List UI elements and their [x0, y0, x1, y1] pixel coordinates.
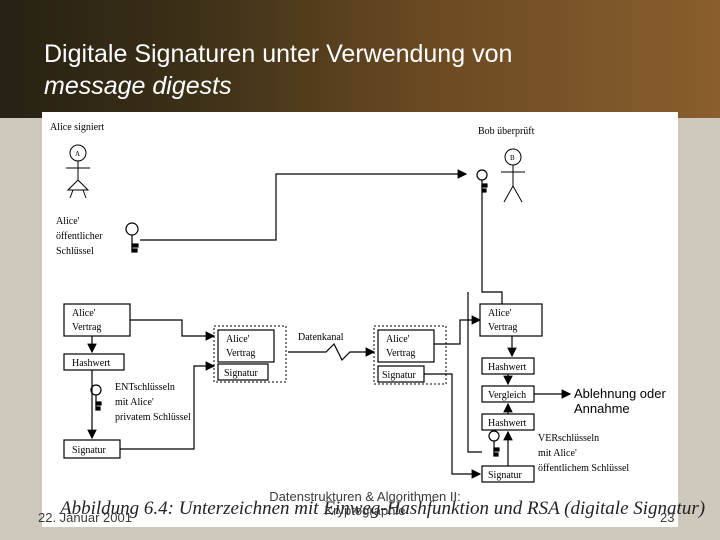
- alice-public-key-icon: [125, 222, 139, 253]
- channel-label: Datenkanal: [298, 332, 344, 343]
- sent-contract-label-2: Vertrag: [226, 348, 255, 359]
- right-hash-top-label: Hashwert: [488, 362, 527, 373]
- decrypt-label-2: mit Alice': [115, 397, 154, 408]
- result-label-1: Ablehnung oder: [574, 386, 666, 401]
- footer-date: 22. Januar 2001: [38, 510, 132, 525]
- public-key-label-1: Alice': [56, 216, 80, 227]
- right-contract-label-2: Vertrag: [488, 322, 517, 333]
- bob-initial: B: [510, 154, 515, 162]
- received-bundle: [373, 325, 447, 385]
- verify-key-icon: [488, 430, 500, 457]
- encrypt-label-2: mit Alice': [538, 448, 577, 459]
- right-signature-box: [481, 465, 535, 483]
- compare-label: Vergleich: [488, 390, 526, 401]
- result-label-2: Annahme: [574, 401, 630, 416]
- footer-course-line1: Datenstrukturen & Algorithmen II:: [269, 489, 461, 504]
- slide-title-bar: [0, 0, 720, 118]
- alice-signs-label: Alice signiert: [50, 122, 104, 133]
- bob-key-icon: [476, 169, 488, 193]
- sent-contract-label-1: Alice': [226, 334, 250, 345]
- decrypt-label-1: ENTschlüsseln: [115, 382, 175, 393]
- received-contract-label-1: Alice': [386, 334, 410, 345]
- encrypt-label-3: öffentlichem Schlüssel: [538, 463, 629, 474]
- footer-course: Datenstrukturen & Algorithmen II: Krypto…: [240, 490, 490, 518]
- decrypt-label-3: privatem Schlüssel: [115, 412, 191, 423]
- alice-initial: A: [75, 150, 80, 158]
- footer-course-line2: Kryptographie: [324, 503, 406, 518]
- left-signature-label: Signatur: [72, 445, 107, 456]
- slide-title-line1: Digitale Signaturen unter Verwendung von: [44, 40, 513, 68]
- received-signature-label: Signatur: [382, 370, 417, 381]
- right-contract-label-1: Alice': [488, 308, 512, 319]
- right-hash-bottom-label: Hashwert: [488, 418, 527, 429]
- channel-line: [288, 342, 376, 362]
- signature-diagram: Alice signiert Bob überprüft A B: [42, 112, 678, 527]
- public-key-label-3: Schlüssel: [56, 246, 94, 257]
- alice-person-icon: [66, 144, 90, 199]
- left-contract-label-2: Vertrag: [72, 322, 101, 333]
- right-signature-label: Signatur: [488, 470, 523, 481]
- slide-title: Digitale Signaturen unter Verwendung von…: [44, 38, 664, 102]
- page-number: 23: [660, 510, 675, 525]
- slide-title-line2: message digests: [44, 72, 232, 100]
- sent-bundle: [213, 325, 287, 383]
- encrypt-label-1: VERschlüsseln: [538, 433, 599, 444]
- left-hash-box: [63, 353, 125, 371]
- bob-person-icon: [501, 148, 525, 203]
- public-key-label-2: öffentlicher: [56, 231, 103, 242]
- right-hash-bottom-box: [481, 413, 535, 431]
- sent-signature-label: Signatur: [224, 368, 259, 379]
- figure-caption: Abbildung 6.4: Unterzeichnen mit Einweg-…: [60, 498, 706, 519]
- left-contract-label-1: Alice': [72, 308, 96, 319]
- private-key-icon: [90, 384, 102, 411]
- received-contract-label-2: Vertrag: [386, 348, 415, 359]
- public-key-transfer-line: [140, 169, 468, 241]
- bob-verifies-label: Bob überprüft: [478, 126, 535, 137]
- left-hash-label: Hashwert: [72, 358, 111, 369]
- right-contract-box: [479, 303, 543, 337]
